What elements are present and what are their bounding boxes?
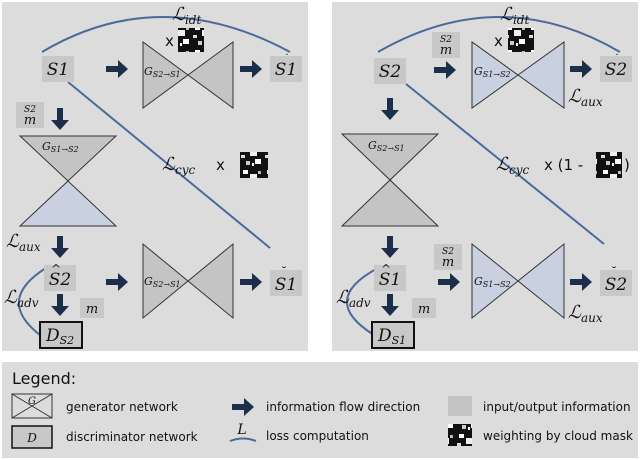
loss-curve-cyc-right <box>405 83 605 245</box>
legend-discriminator: discriminator network <box>66 430 198 444</box>
generator-bottom-left-half <box>142 242 189 320</box>
generator-bottom-right-half <box>187 242 234 320</box>
cloud-mask-icon <box>596 152 622 178</box>
loss-curve-idt-right <box>377 16 621 53</box>
breve-accent: ˘ <box>611 265 617 279</box>
generator-top-right-half <box>187 41 234 109</box>
dot-accent: ˙ <box>614 52 620 66</box>
m-box <box>80 298 104 318</box>
loss-curve-adv-right <box>346 267 379 336</box>
right-panel: ℒidt x S2 m S2 GS1→S2 S2 ˙ ℒaux GS2→S1 ℒ… <box>332 2 638 351</box>
cloud-mask-icon <box>240 152 268 178</box>
legend-flow: information flow direction <box>266 400 420 414</box>
legend-mask: weighting by cloud mask <box>483 429 633 443</box>
discriminator-box <box>39 321 83 349</box>
cyc-weight: x (1 - <box>544 156 583 174</box>
svg-text:D: D <box>26 431 37 445</box>
times-sign: x <box>494 32 503 50</box>
generator-top-right-half <box>517 41 565 109</box>
cloud-mask-icon <box>448 424 472 446</box>
generator-left-bottom-half <box>18 180 118 227</box>
input-label: S1 <box>47 60 69 80</box>
cloud-mask-icon <box>178 28 204 52</box>
io-legend-swatch <box>448 396 472 416</box>
input-label: S2 <box>379 62 401 82</box>
input-box-s1 <box>42 56 74 82</box>
output-bottom-label: S2 <box>605 275 627 295</box>
output-bottom-label: S1 <box>275 275 297 295</box>
fake-label: S2 <box>49 270 71 290</box>
mask-label-box <box>16 102 44 128</box>
generator-top-left-half <box>142 41 189 109</box>
generator-left-top-half <box>18 135 118 182</box>
loss-legend-icon: L <box>229 422 257 442</box>
times-sign: x <box>165 32 174 50</box>
fake-box <box>44 265 76 291</box>
svg-text:G: G <box>28 396 36 407</box>
loss-curve-cyc-left <box>67 81 271 249</box>
legend-bg <box>2 362 638 458</box>
output-box-top <box>270 56 302 82</box>
output-box-bottom <box>600 270 632 296</box>
left-panel: ℒidt x S1 GS2→S1 S1 ˙ S2 m GS1→S2 ℒcyc x… <box>2 2 308 351</box>
mask-label-sup: S2 <box>24 105 36 115</box>
legend-io: input/output information <box>483 400 631 414</box>
output-box-top <box>600 56 632 82</box>
mask-label-box-bottom <box>434 244 462 270</box>
legend-generator: generator network <box>66 400 178 414</box>
output-label: S2 <box>605 60 627 80</box>
cyc-close: ) <box>624 156 630 174</box>
m-label: m <box>418 302 430 317</box>
generator-legend-icon: G <box>11 393 53 419</box>
cloud-mask-icon <box>508 28 534 52</box>
m-label: m <box>86 302 98 317</box>
generator-left-top-half <box>340 133 440 181</box>
m-box <box>412 298 436 318</box>
dot-accent: ˙ <box>284 52 290 66</box>
generator-bottom-right-half <box>517 242 565 320</box>
mask-label: m <box>440 43 452 58</box>
mask-label: m <box>442 255 454 270</box>
fake-box <box>374 265 406 291</box>
hat-accent: ^ <box>381 262 391 276</box>
hat-accent: ^ <box>51 262 61 276</box>
generator-bottom-left-half <box>471 242 519 320</box>
loss-curve-adv-left <box>17 267 47 336</box>
mask-label-box <box>432 32 460 58</box>
mask-label-sup: S2 <box>442 247 454 257</box>
output-label: S1 <box>275 60 297 80</box>
generator-top-left-half <box>471 41 519 109</box>
legend-loss: loss computation <box>266 429 369 443</box>
legend-title: Legend: <box>12 369 76 388</box>
discriminator-box <box>371 321 415 349</box>
loss-curve-idt-left <box>41 16 291 53</box>
input-box-s2 <box>374 58 406 84</box>
svg-text:L: L <box>236 422 246 438</box>
cyc-weight: x <box>216 156 225 174</box>
discriminator-legend-icon: D <box>11 425 53 449</box>
fake-label: S1 <box>379 270 401 290</box>
output-box-bottom <box>270 270 302 296</box>
mask-label-sup: S2 <box>440 35 452 45</box>
mask-label: m <box>24 113 36 128</box>
breve-accent: ˘ <box>281 265 287 279</box>
generator-left-bottom-half <box>340 179 440 227</box>
legend: Legend: G generator network D discrimina… <box>2 362 638 458</box>
